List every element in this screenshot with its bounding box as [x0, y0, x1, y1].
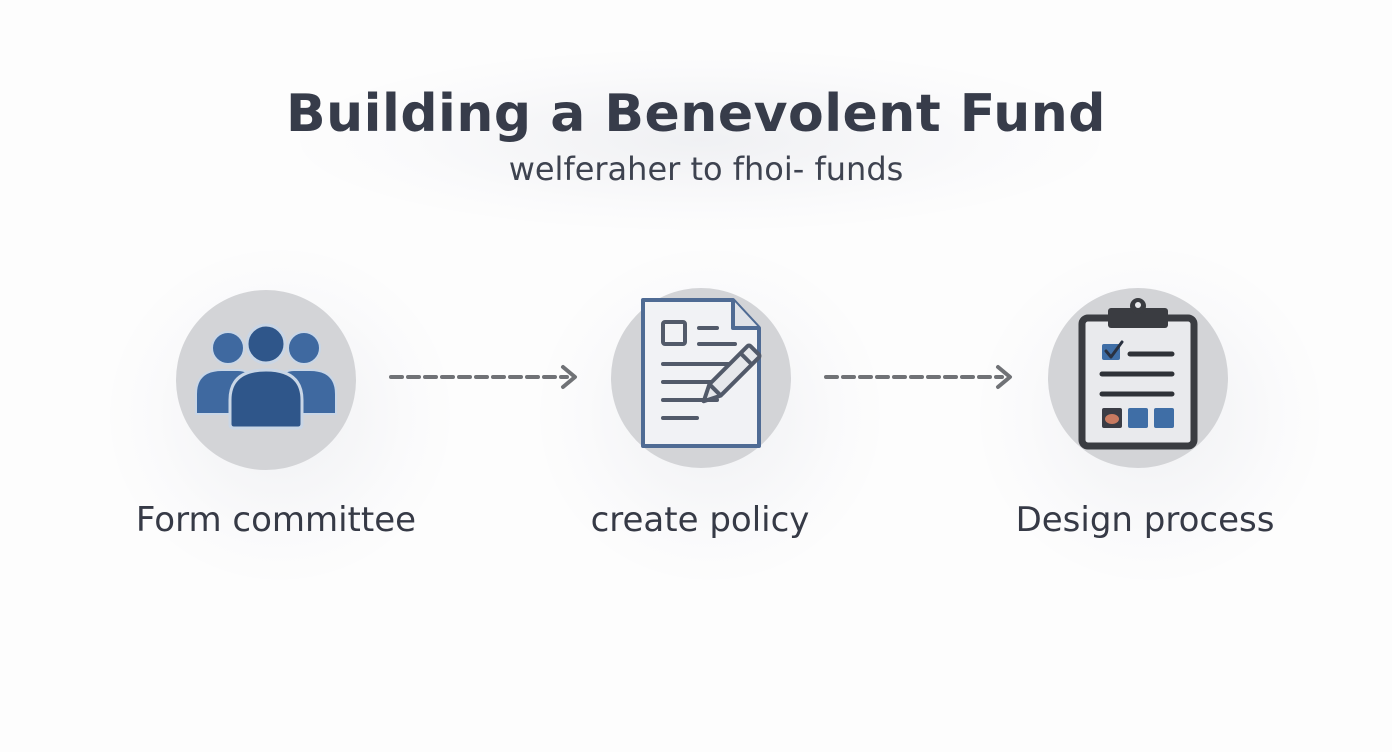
step-2-label: create policy [590, 500, 810, 540]
step-3-label: Design process [1015, 500, 1275, 540]
step-2-circle [611, 288, 791, 468]
dashed-arrow-icon-1 [389, 365, 577, 389]
document-pencil-icon [641, 298, 762, 448]
step-3-circle [1048, 288, 1228, 468]
clipboard-checklist-icon [1078, 298, 1198, 450]
diagram-subtitle: welferaher to fhoi- funds [508, 150, 904, 188]
dashed-arrow-icon-2 [824, 365, 1012, 389]
diagram-title: Building a Benevolent Fund [286, 84, 1106, 144]
step-1-label: Form committee [135, 500, 417, 540]
people-group-icon [195, 323, 337, 430]
step-1-circle [176, 290, 356, 470]
title-glow [300, 50, 1100, 230]
